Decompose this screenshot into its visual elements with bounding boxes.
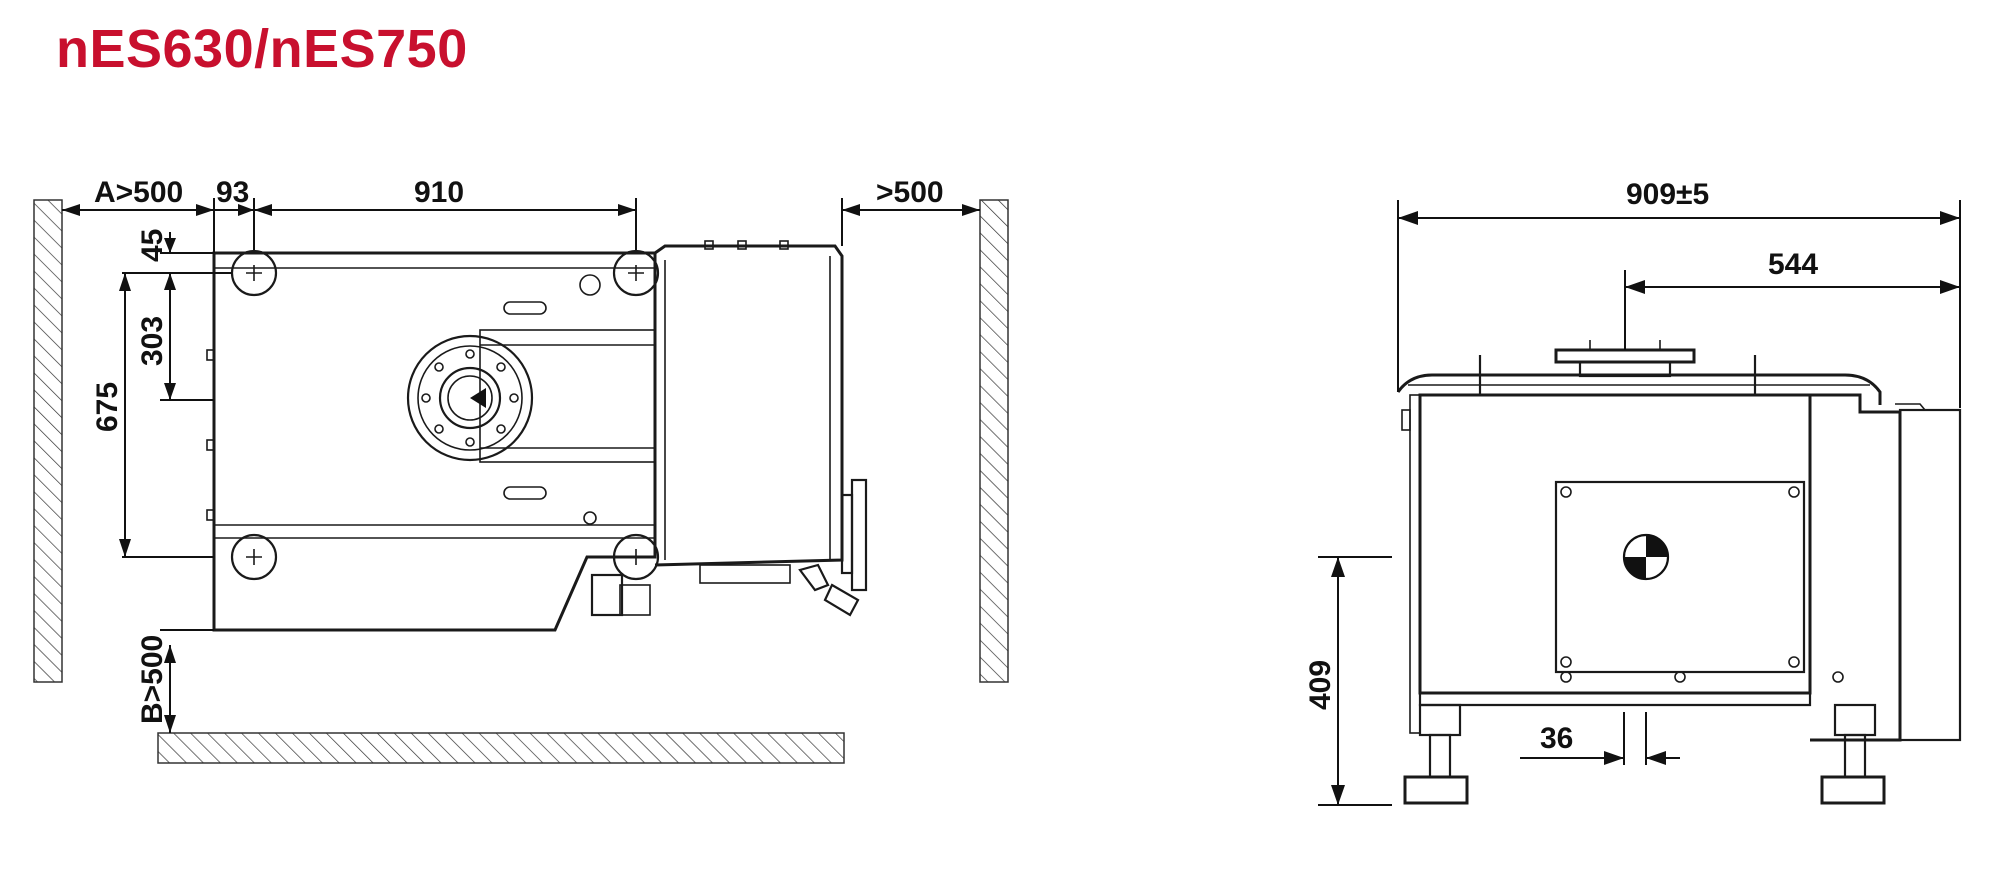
dim-clearance-bottom: B>500 xyxy=(136,635,169,724)
dim-cg-offset: 36 xyxy=(1540,722,1573,755)
drawing-title: nES630/nES750 xyxy=(56,19,468,79)
pump-side-outline xyxy=(1396,340,1962,805)
dim-offset: 93 xyxy=(216,176,249,209)
wall-left xyxy=(33,199,63,683)
wall-bottom xyxy=(157,732,845,764)
mounting-holes xyxy=(230,249,660,581)
top-view-dimensions xyxy=(62,198,980,733)
dim-height: 409 xyxy=(1304,660,1337,710)
pump-top-outline xyxy=(206,240,868,632)
top-view: A>500 93 910 >500 45 303 675 B>500 xyxy=(33,176,1009,764)
side-view-dimensions xyxy=(1318,200,1961,806)
dim-overall-width: 675 xyxy=(91,382,124,432)
dim-clearance-left: A>500 xyxy=(94,176,183,209)
dim-inner-width: 303 xyxy=(136,316,169,366)
feet xyxy=(1403,703,1886,805)
center-of-gravity-icon xyxy=(1622,533,1670,581)
dim-clearance-right: >500 xyxy=(876,176,944,209)
dim-length: 910 xyxy=(414,176,464,209)
dim-inlet-position: 544 xyxy=(1768,248,1818,281)
dim-top-offset: 45 xyxy=(136,229,169,262)
dim-overall-length: 909±5 xyxy=(1626,178,1709,211)
wall-right xyxy=(979,199,1009,683)
side-view: 909±5 544 409 36 xyxy=(1304,178,1962,806)
